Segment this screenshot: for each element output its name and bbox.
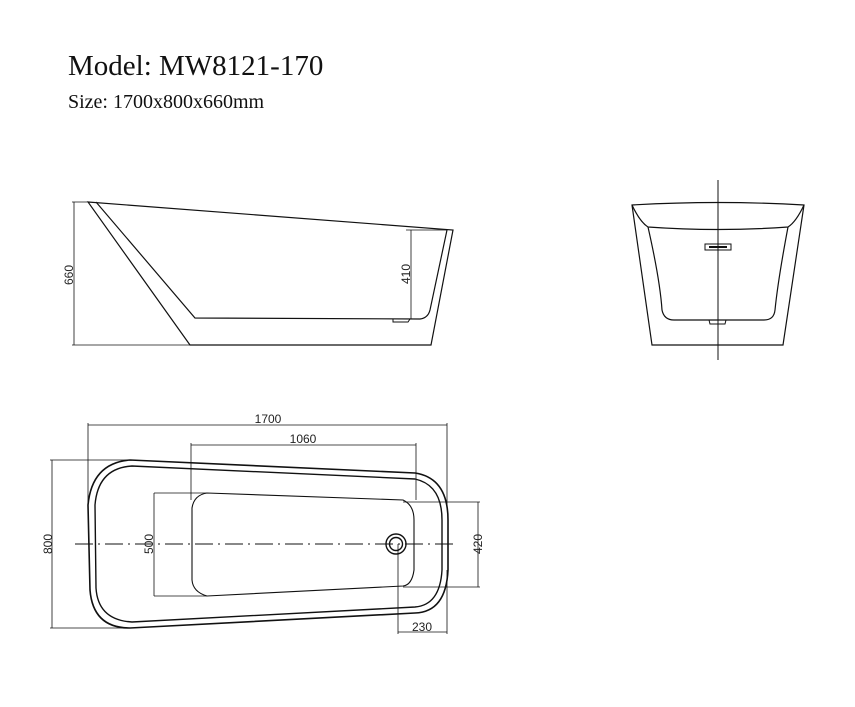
inner-length-label: 1060 xyxy=(290,432,317,446)
drain-offset-label: 230 xyxy=(412,620,432,634)
side-depth-label: 410 xyxy=(399,264,413,284)
top-view xyxy=(50,423,480,634)
inner-width-left-label: 500 xyxy=(142,534,156,554)
model-title: Model: MW8121-170 xyxy=(68,50,324,82)
inner-width-right-label: 420 xyxy=(471,534,485,554)
side-height-label: 660 xyxy=(62,265,76,285)
length-label: 1700 xyxy=(255,412,282,426)
width-label: 800 xyxy=(41,534,55,554)
end-view xyxy=(631,180,805,360)
size-subtitle: Size: 1700x800x660mm xyxy=(68,91,265,113)
side-view xyxy=(72,201,454,346)
